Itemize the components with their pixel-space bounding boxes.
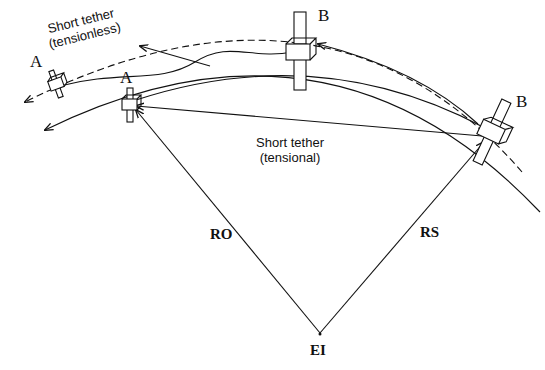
tether-note: Short tether (tensionless) xyxy=(36,4,131,55)
vector-label: RS xyxy=(420,224,439,241)
vector-label: RO xyxy=(210,226,233,243)
satellite-a xyxy=(45,67,71,99)
centre-point xyxy=(319,333,322,336)
motion-arrow xyxy=(318,44,478,124)
point-label: EI xyxy=(310,342,326,359)
satellite-label: A xyxy=(120,68,132,88)
orbit-arc xyxy=(45,76,540,212)
satellite-label: B xyxy=(318,6,329,26)
dashed-orbit xyxy=(25,40,522,172)
satellite-b xyxy=(286,12,316,90)
tether-curve xyxy=(136,76,485,128)
label-arrow xyxy=(140,46,210,66)
tensional-tether xyxy=(136,106,482,136)
satellite-label: A xyxy=(30,52,42,72)
tether-note: Short tether (tensional) xyxy=(245,136,335,166)
satellite-b xyxy=(466,96,522,170)
satellite-label: B xyxy=(516,92,527,112)
vector-rs xyxy=(320,142,484,333)
satellite-a xyxy=(122,88,141,122)
